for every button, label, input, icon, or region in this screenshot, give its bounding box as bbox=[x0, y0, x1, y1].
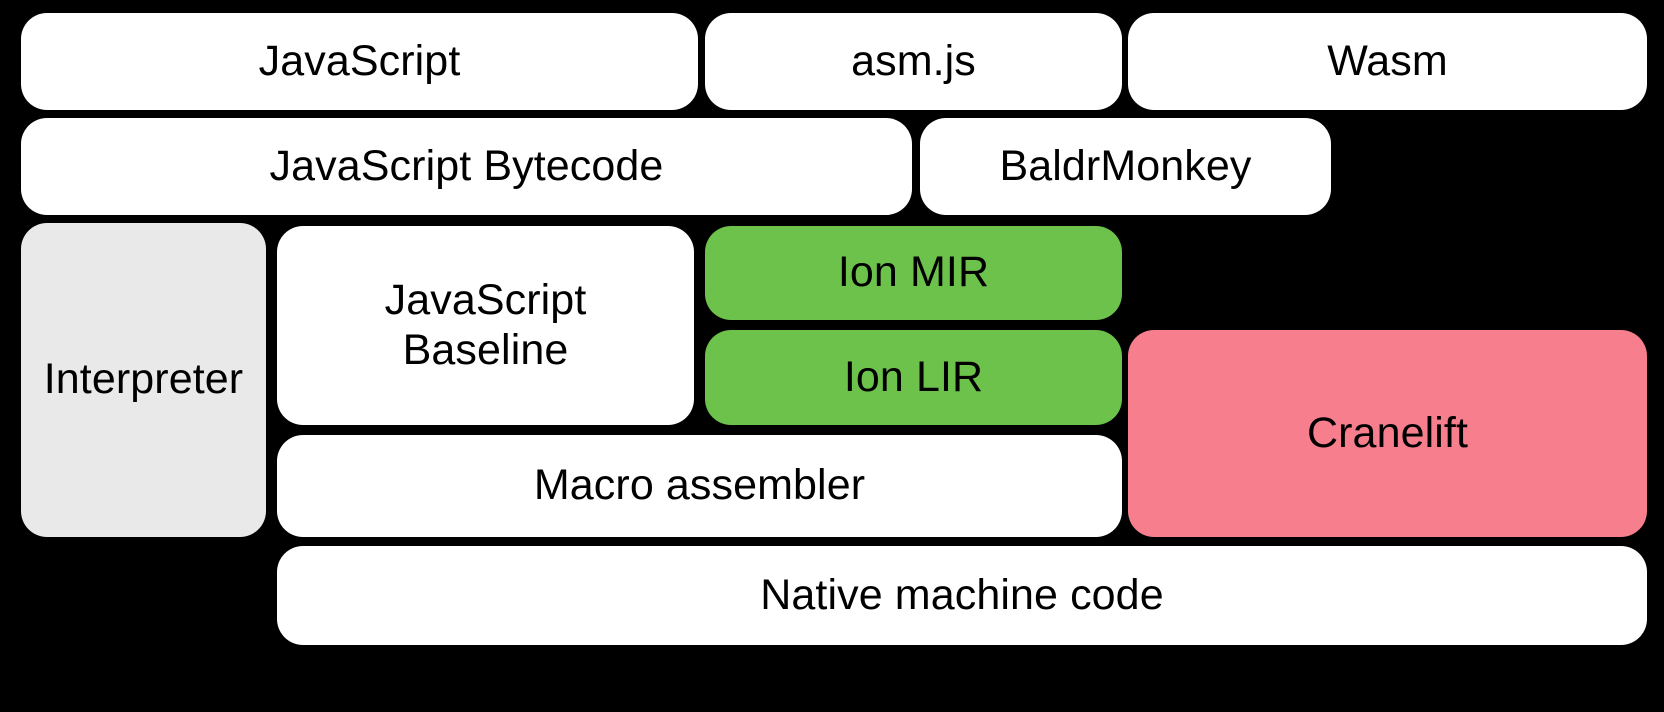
node-interpreter[interactable]: Interpreter bbox=[21, 223, 266, 537]
node-javascript-baseline[interactable]: JavaScript Baseline bbox=[277, 226, 694, 425]
node-javascript-bytecode[interactable]: JavaScript Bytecode bbox=[21, 118, 912, 215]
node-wasm[interactable]: Wasm bbox=[1128, 13, 1647, 110]
node-ion-mir[interactable]: Ion MIR bbox=[705, 226, 1122, 320]
node-baldrmonkey[interactable]: BaldrMonkey bbox=[920, 118, 1331, 215]
node-javascript[interactable]: JavaScript bbox=[21, 13, 698, 110]
node-native-machine-code[interactable]: Native machine code bbox=[277, 546, 1647, 645]
node-ion-lir[interactable]: Ion LIR bbox=[705, 330, 1122, 425]
node-cranelift[interactable]: Cranelift bbox=[1128, 330, 1647, 537]
node-asm-js[interactable]: asm.js bbox=[705, 13, 1122, 110]
node-macro-assembler[interactable]: Macro assembler bbox=[277, 435, 1122, 537]
